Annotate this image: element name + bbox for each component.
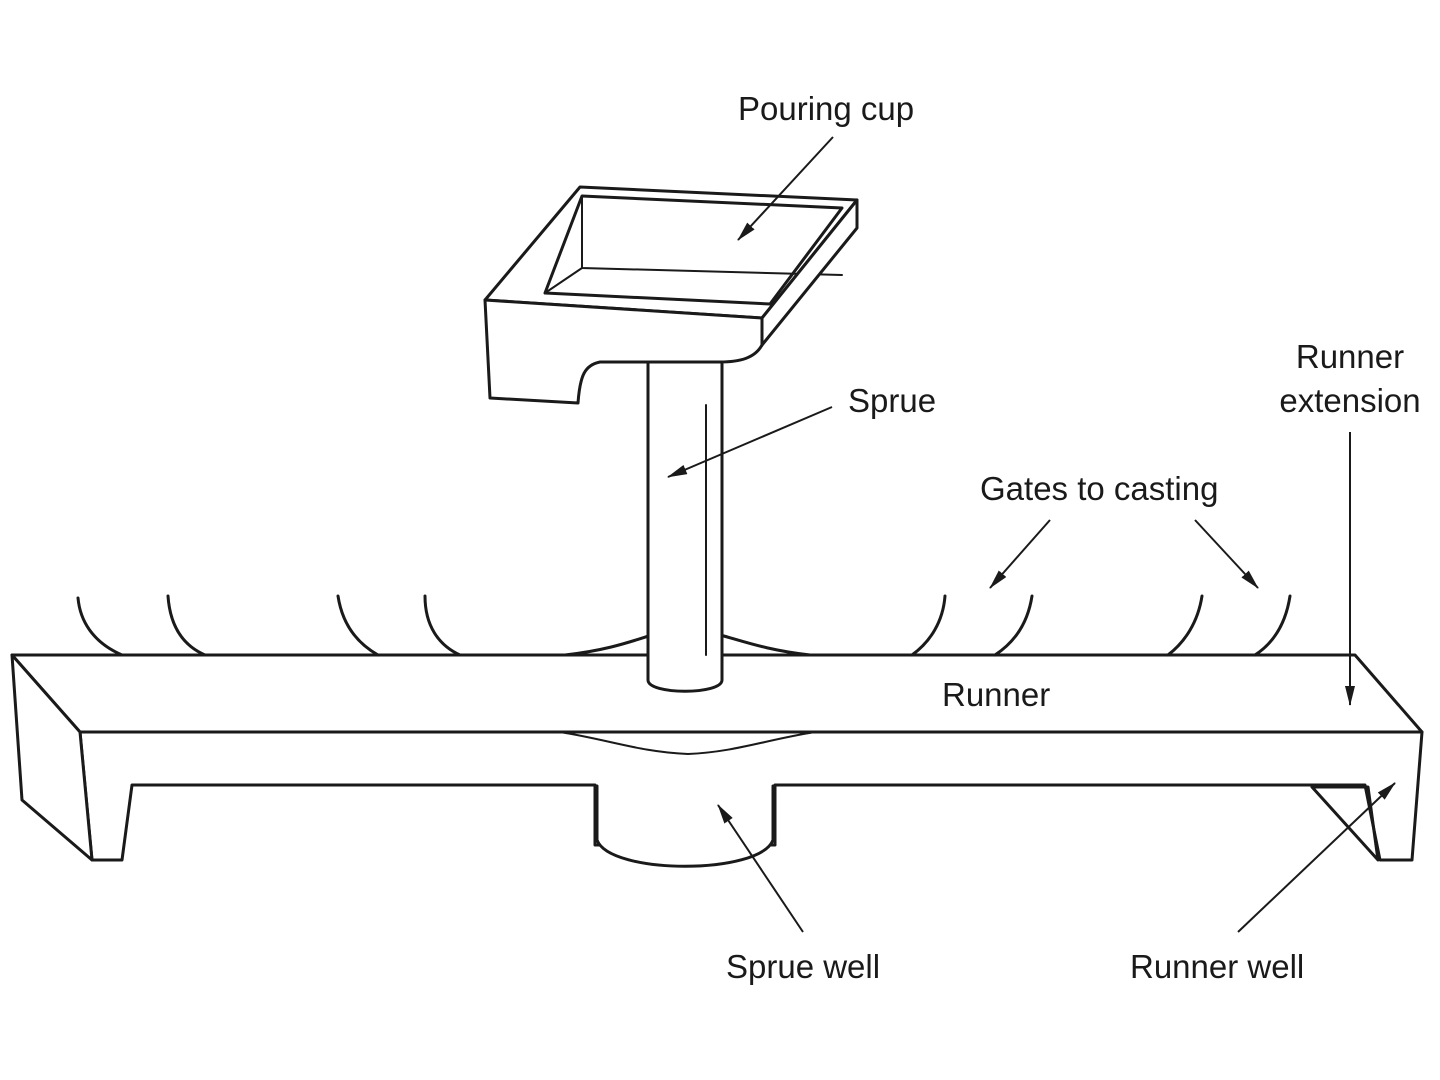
gate — [336, 594, 380, 657]
sprue-leader — [667, 406, 833, 478]
runner-extension-label-line2: extension — [1279, 382, 1420, 419]
gate — [1253, 594, 1292, 657]
runner-left-end — [10, 653, 94, 862]
gates — [76, 594, 1292, 657]
pouring-cup-leader — [737, 136, 834, 241]
sprue — [563, 348, 812, 693]
cup-front-face — [483, 298, 764, 405]
gate — [76, 596, 124, 657]
gate — [166, 594, 207, 657]
gate — [423, 594, 462, 657]
runner-well-label: Runner well — [1130, 948, 1304, 985]
runner-extension-label-line1: Runner — [1296, 338, 1404, 375]
sprue-well — [595, 784, 775, 868]
gate-leader-left — [989, 519, 1051, 589]
runner-label: Runner — [942, 676, 1050, 713]
runner-right-end-bevel — [1310, 785, 1380, 862]
cup-inner-corner — [544, 267, 583, 294]
sprue-body — [646, 348, 724, 693]
cup-inner-opening — [543, 194, 844, 306]
gates-to-casting-label: Gates to casting — [980, 470, 1218, 507]
pouring-cup — [483, 185, 859, 405]
gate — [910, 594, 947, 657]
gate-leader-right — [1194, 519, 1259, 589]
leaders — [667, 136, 1396, 933]
runner-well-leader — [1237, 782, 1396, 933]
runner-sprue-bulge — [559, 731, 816, 756]
labels: Pouring cup Sprue Runner extension Gates… — [726, 90, 1421, 985]
sprue-well-leader — [717, 804, 804, 933]
sprue-label: Sprue — [848, 382, 936, 419]
sprue-well-label: Sprue well — [726, 948, 880, 985]
cup-right-face — [760, 198, 859, 347]
gate — [1166, 594, 1204, 657]
gate — [993, 594, 1034, 657]
pouring-cup-label: Pouring cup — [738, 90, 914, 127]
